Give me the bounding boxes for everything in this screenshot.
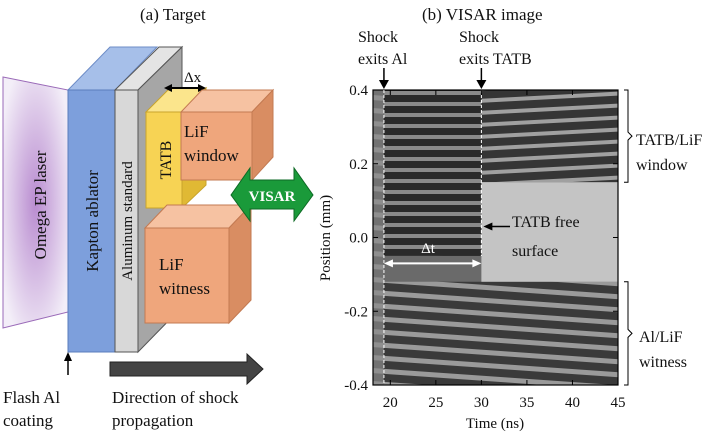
panel-a-title: (a) Target (140, 5, 206, 24)
kapton-ablator: Kapton ablator (66, 46, 159, 353)
direction-line1: Direction of shock (112, 388, 239, 407)
flash-coating-arrow (64, 352, 72, 375)
y-axis-label: Position (mm) (318, 195, 334, 281)
lif-window: LiF window (179, 88, 275, 182)
flash-coating-line2: coating (3, 411, 54, 430)
witness-line2: witness (639, 354, 687, 371)
y-tick-label: 0.0 (349, 231, 368, 247)
lif-witness-line2: witness (159, 279, 210, 298)
y-tick-label: 0.2 (349, 157, 368, 173)
shock-tatb-line1: Shock (459, 29, 499, 46)
x-tick-label: 35 (519, 395, 534, 411)
y-tick-label: -0.2 (344, 304, 368, 320)
visar-streak-plot: 20 25 30 35 40 45 0.4 0.2 0.0 -0.2 -0.4 (344, 68, 633, 411)
lif-witness: LiF witness (143, 203, 253, 325)
pre-shock-strip (373, 90, 384, 385)
y-tick-label: 0.4 (349, 83, 368, 99)
window-fringes-region (481, 90, 618, 183)
x-axis-label: Time (ns) (466, 416, 524, 432)
x-tick-label: 30 (474, 395, 489, 411)
visar-arrow: VISAR (230, 166, 314, 223)
shock-arrow-head (476, 80, 487, 89)
x-tick-label: 40 (565, 395, 580, 411)
free-surface-bright-region (481, 182, 618, 282)
panel-b-title: (b) VISAR image (422, 5, 543, 24)
visar-label: VISAR (249, 189, 296, 205)
delta-x-marker: Δx (164, 70, 206, 92)
direction-line2: propagation (112, 411, 194, 430)
shock-tatb-line2: exits TATB (459, 51, 532, 68)
x-tick-label: 45 (611, 395, 626, 411)
free-surface-line1: TATB free (512, 214, 580, 231)
x-tick-label: 20 (383, 395, 398, 411)
delta-t-arrowhead-left (383, 259, 393, 268)
tatb-label: TATB (158, 141, 175, 180)
shock-arrow-head (378, 80, 389, 89)
lif-window-line2: window (184, 146, 240, 165)
ablator-label: Kapton ablator (83, 170, 102, 272)
shock-direction-arrow (109, 352, 264, 386)
x-tick-label: 25 (428, 395, 443, 411)
delta-t-arrowhead-right (472, 259, 482, 268)
delta-t-label: Δt (421, 241, 436, 257)
laser-label: Omega EP laser (31, 150, 50, 259)
lif-witness-line1: LiF (159, 255, 184, 274)
window-bracket (624, 89, 633, 183)
shock-al-line2: exits Al (358, 51, 408, 68)
y-tick-label: -0.4 (344, 378, 368, 394)
flash-coating-line1: Flash Al (3, 388, 60, 407)
delta-x-label: Δx (184, 70, 202, 86)
laser-beam: Omega EP laser (2, 76, 69, 329)
free-surface-arrowhead (483, 222, 493, 231)
witness-bracket (624, 281, 633, 386)
standard-label: Aluminum standard (120, 161, 136, 281)
shock-al-line1: Shock (358, 29, 398, 46)
window-line2: window (636, 157, 688, 174)
witness-line1: Al/LiF (639, 329, 683, 346)
free-surface-line2: surface (512, 243, 558, 260)
lif-window-line1: LiF (184, 122, 209, 141)
tatb-fringes-region (383, 90, 482, 256)
window-line1: TATB/LiF (636, 132, 702, 149)
